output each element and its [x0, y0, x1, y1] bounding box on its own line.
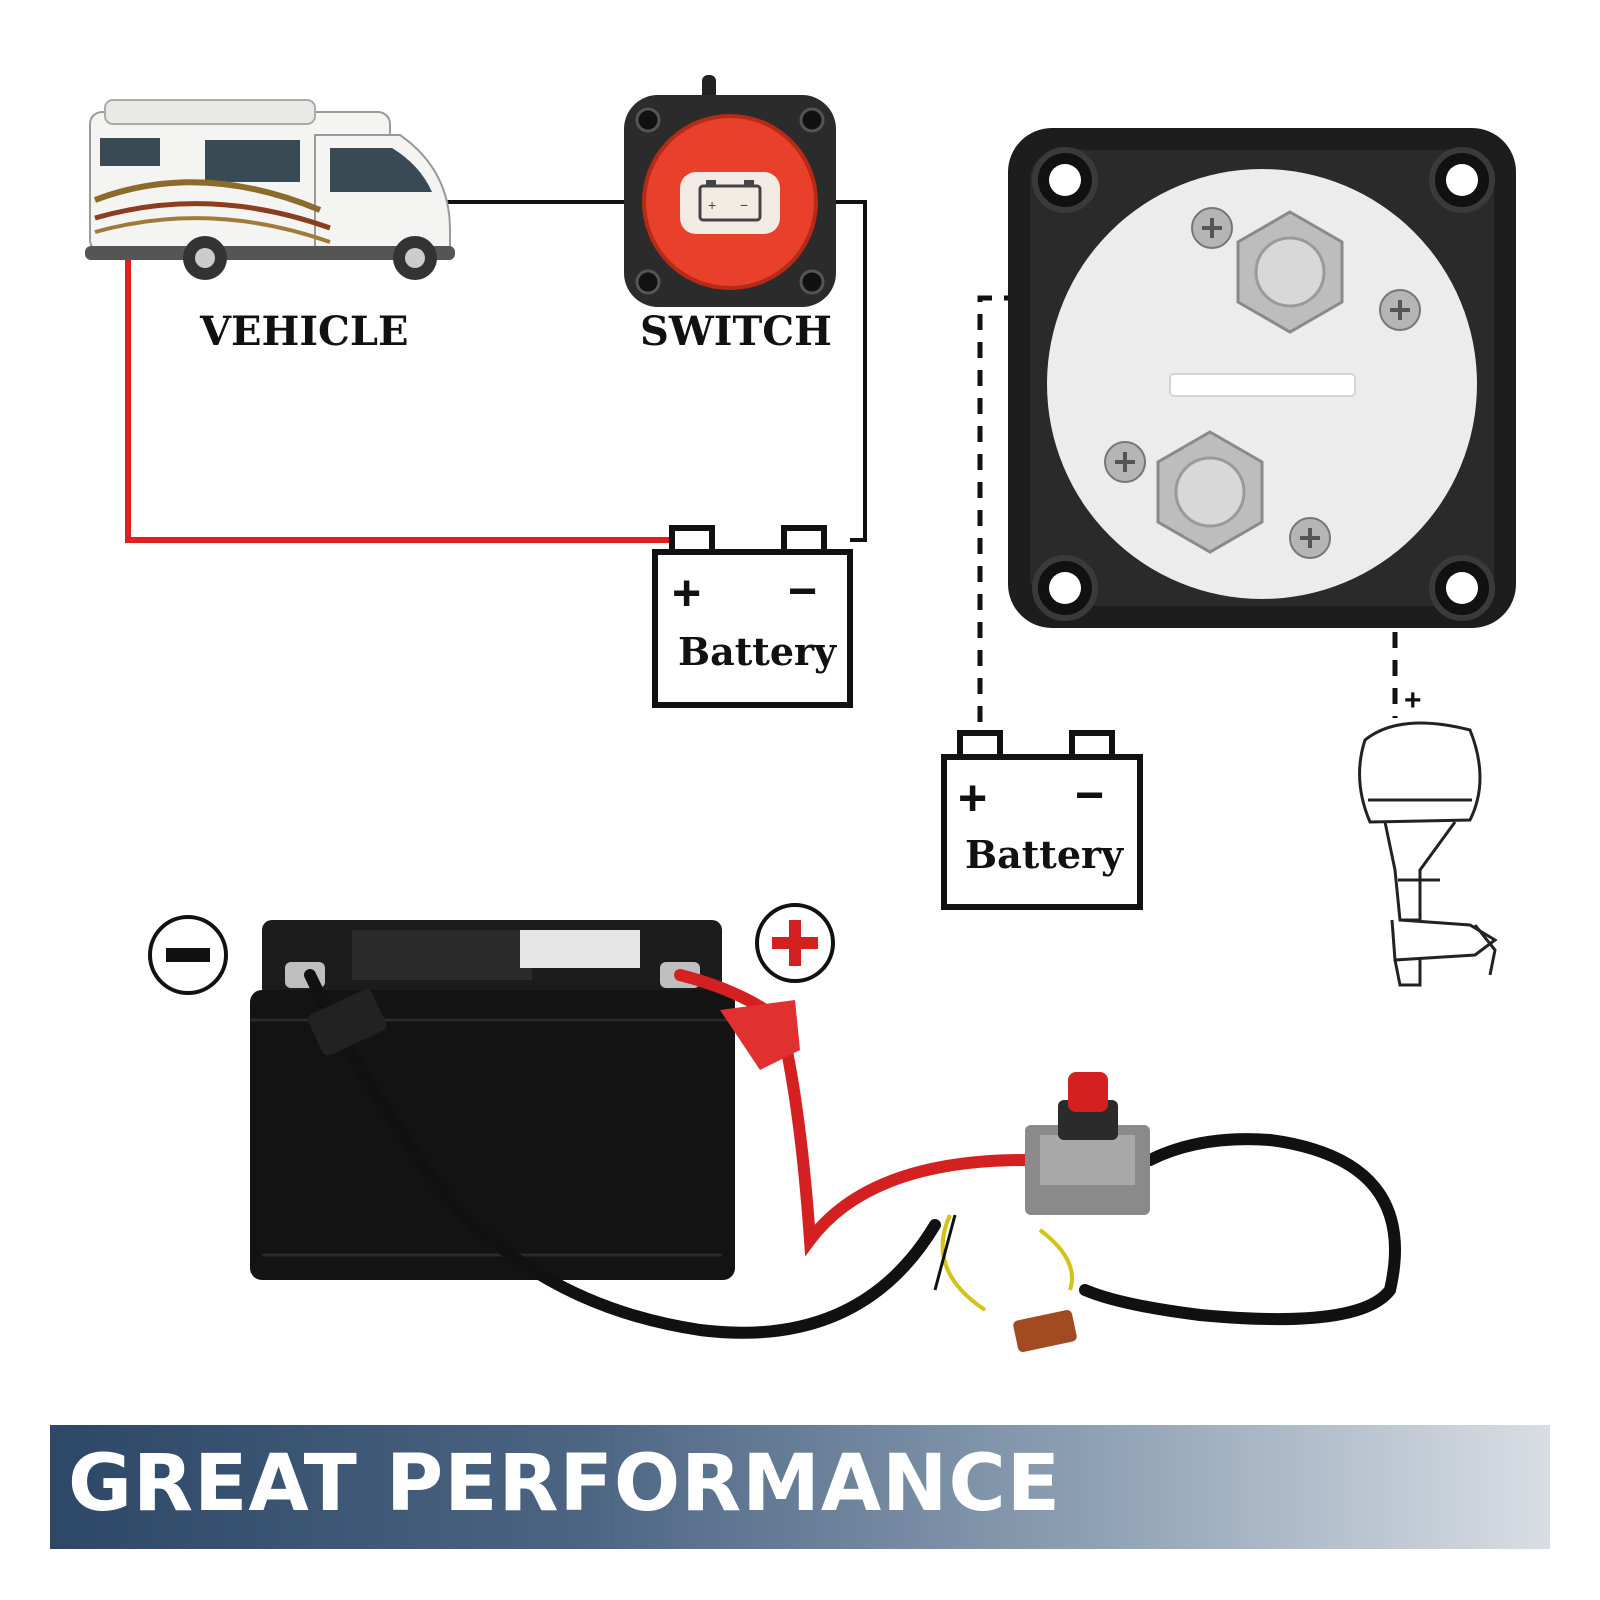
switch-back-view	[1008, 128, 1516, 628]
battery-right-label: Battery	[965, 832, 1124, 877]
battery-right-plus: +	[958, 770, 987, 826]
vehicle-rv-icon	[85, 99, 455, 280]
battery-symbol-right	[941, 730, 1143, 910]
svg-text:−: −	[740, 197, 748, 213]
wire-switch-to-battery-negative	[835, 200, 867, 542]
battery-symbol-top	[652, 525, 853, 708]
negative-clamp-boot	[307, 989, 387, 1056]
battery-top-minus: −	[788, 563, 817, 619]
banner-title: GREAT PERFORMANCE	[68, 1439, 1061, 1529]
battery-top-label: Battery	[678, 629, 837, 674]
switch-label: SWITCH	[640, 308, 832, 355]
black-cable-output	[1079, 1133, 1401, 1326]
black-cable-negative	[304, 969, 941, 1339]
car-battery-photo	[250, 920, 735, 1280]
positive-terminal-badge	[755, 903, 835, 983]
negative-terminal-badge	[148, 915, 228, 995]
dashed-wire-battery-to-switch	[977, 295, 1020, 738]
red-cable-positive	[674, 969, 1031, 1257]
red-clamp-boot	[720, 1000, 800, 1070]
indicator-lamp	[933, 1214, 1077, 1352]
mini-disconnect-switch	[1025, 1072, 1150, 1215]
svg-text:+: +	[708, 197, 716, 213]
motor-plus-label: +	[1404, 684, 1422, 717]
battery-switch-icon: + −	[624, 75, 836, 307]
great-performance-banner: GREAT PERFORMANCE	[50, 1425, 1550, 1549]
battery-top-plus: +	[672, 565, 701, 621]
outboard-motor-icon	[1358, 721, 1498, 987]
battery-right-minus: −	[1075, 767, 1104, 823]
vehicle-label: VEHICLE	[199, 308, 408, 355]
wire-vehicle-to-battery-positive	[125, 255, 690, 543]
